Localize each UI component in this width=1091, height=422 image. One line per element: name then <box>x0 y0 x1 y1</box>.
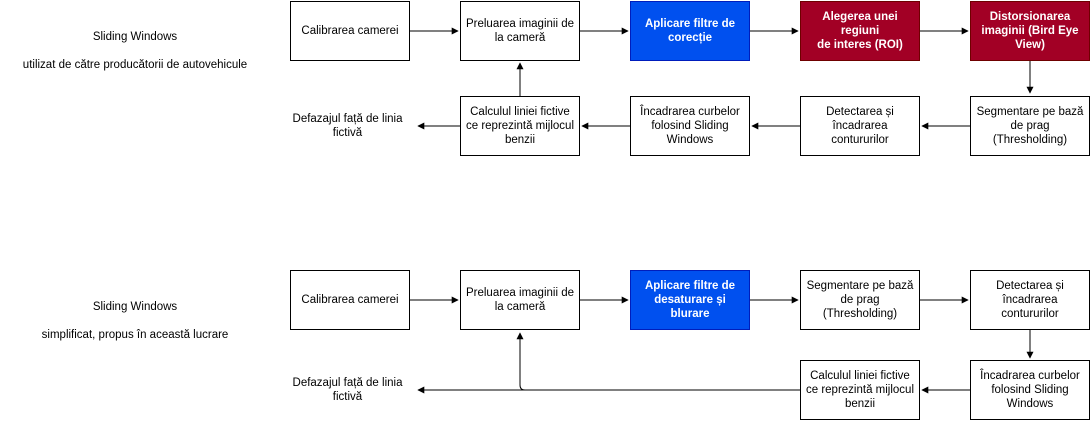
bottom-title-line2: simplificat, propus în această lucrare <box>41 329 229 341</box>
bottom-contours-node[interactable]: Detectarea și încadrarea contururilor <box>970 270 1090 330</box>
top-title-line2: utilizat de către producătorii de autove… <box>22 59 248 71</box>
bottom-title-line1: Sliding Windows <box>92 301 178 313</box>
arrow-bottom-loop-to-acquisition <box>516 332 540 391</box>
top-diagram-title: Sliding Windows utilizat de către produc… <box>0 16 270 86</box>
top-offset-label: Defazajul față de linia fictivă <box>292 113 403 139</box>
top-fictive-line-node[interactable]: Calculul liniei fictive ce reprezintă mi… <box>460 96 580 156</box>
bottom-filters-node[interactable]: Aplicare filtre de desaturare și blurare <box>630 270 750 330</box>
bottom-calibration-node[interactable]: Calibrarea camerei <box>290 270 410 330</box>
bottom-thresholding-node[interactable]: Segmentare pe bază de prag (Thresholding… <box>800 270 920 330</box>
top-calibration-node[interactable]: Calibrarea camerei <box>290 1 410 61</box>
top-roi-node[interactable]: Alegerea unei regiuni de interes (ROI) <box>800 1 920 61</box>
bottom-curves-node[interactable]: Încadrarea curbelor folosind Sliding Win… <box>970 360 1090 420</box>
top-distortion-node[interactable]: Distorsionarea imaginii (Bird Eye View) <box>970 1 1090 61</box>
top-curves-node[interactable]: Încadrarea curbelor folosind Sliding Win… <box>630 96 750 156</box>
top-acquisition-node[interactable]: Preluarea imaginii de la cameră <box>460 1 580 61</box>
top-contours-node[interactable]: Detectarea și încadrarea contururilor <box>800 96 920 156</box>
top-filters-node[interactable]: Aplicare filtre de corecție <box>630 1 750 61</box>
top-title-line1: Sliding Windows <box>92 31 178 43</box>
bottom-offset-label: Defazajul față de linia fictivă <box>292 377 403 403</box>
top-thresholding-node[interactable]: Segmentare pe bază de prag (Thresholding… <box>970 96 1090 156</box>
bottom-acquisition-node[interactable]: Preluarea imaginii de la cameră <box>460 270 580 330</box>
bottom-fictive-line-node[interactable]: Calculul liniei fictive ce reprezintă mi… <box>800 360 920 420</box>
bottom-diagram-title: Sliding Windows simplificat, propus în a… <box>0 286 270 356</box>
